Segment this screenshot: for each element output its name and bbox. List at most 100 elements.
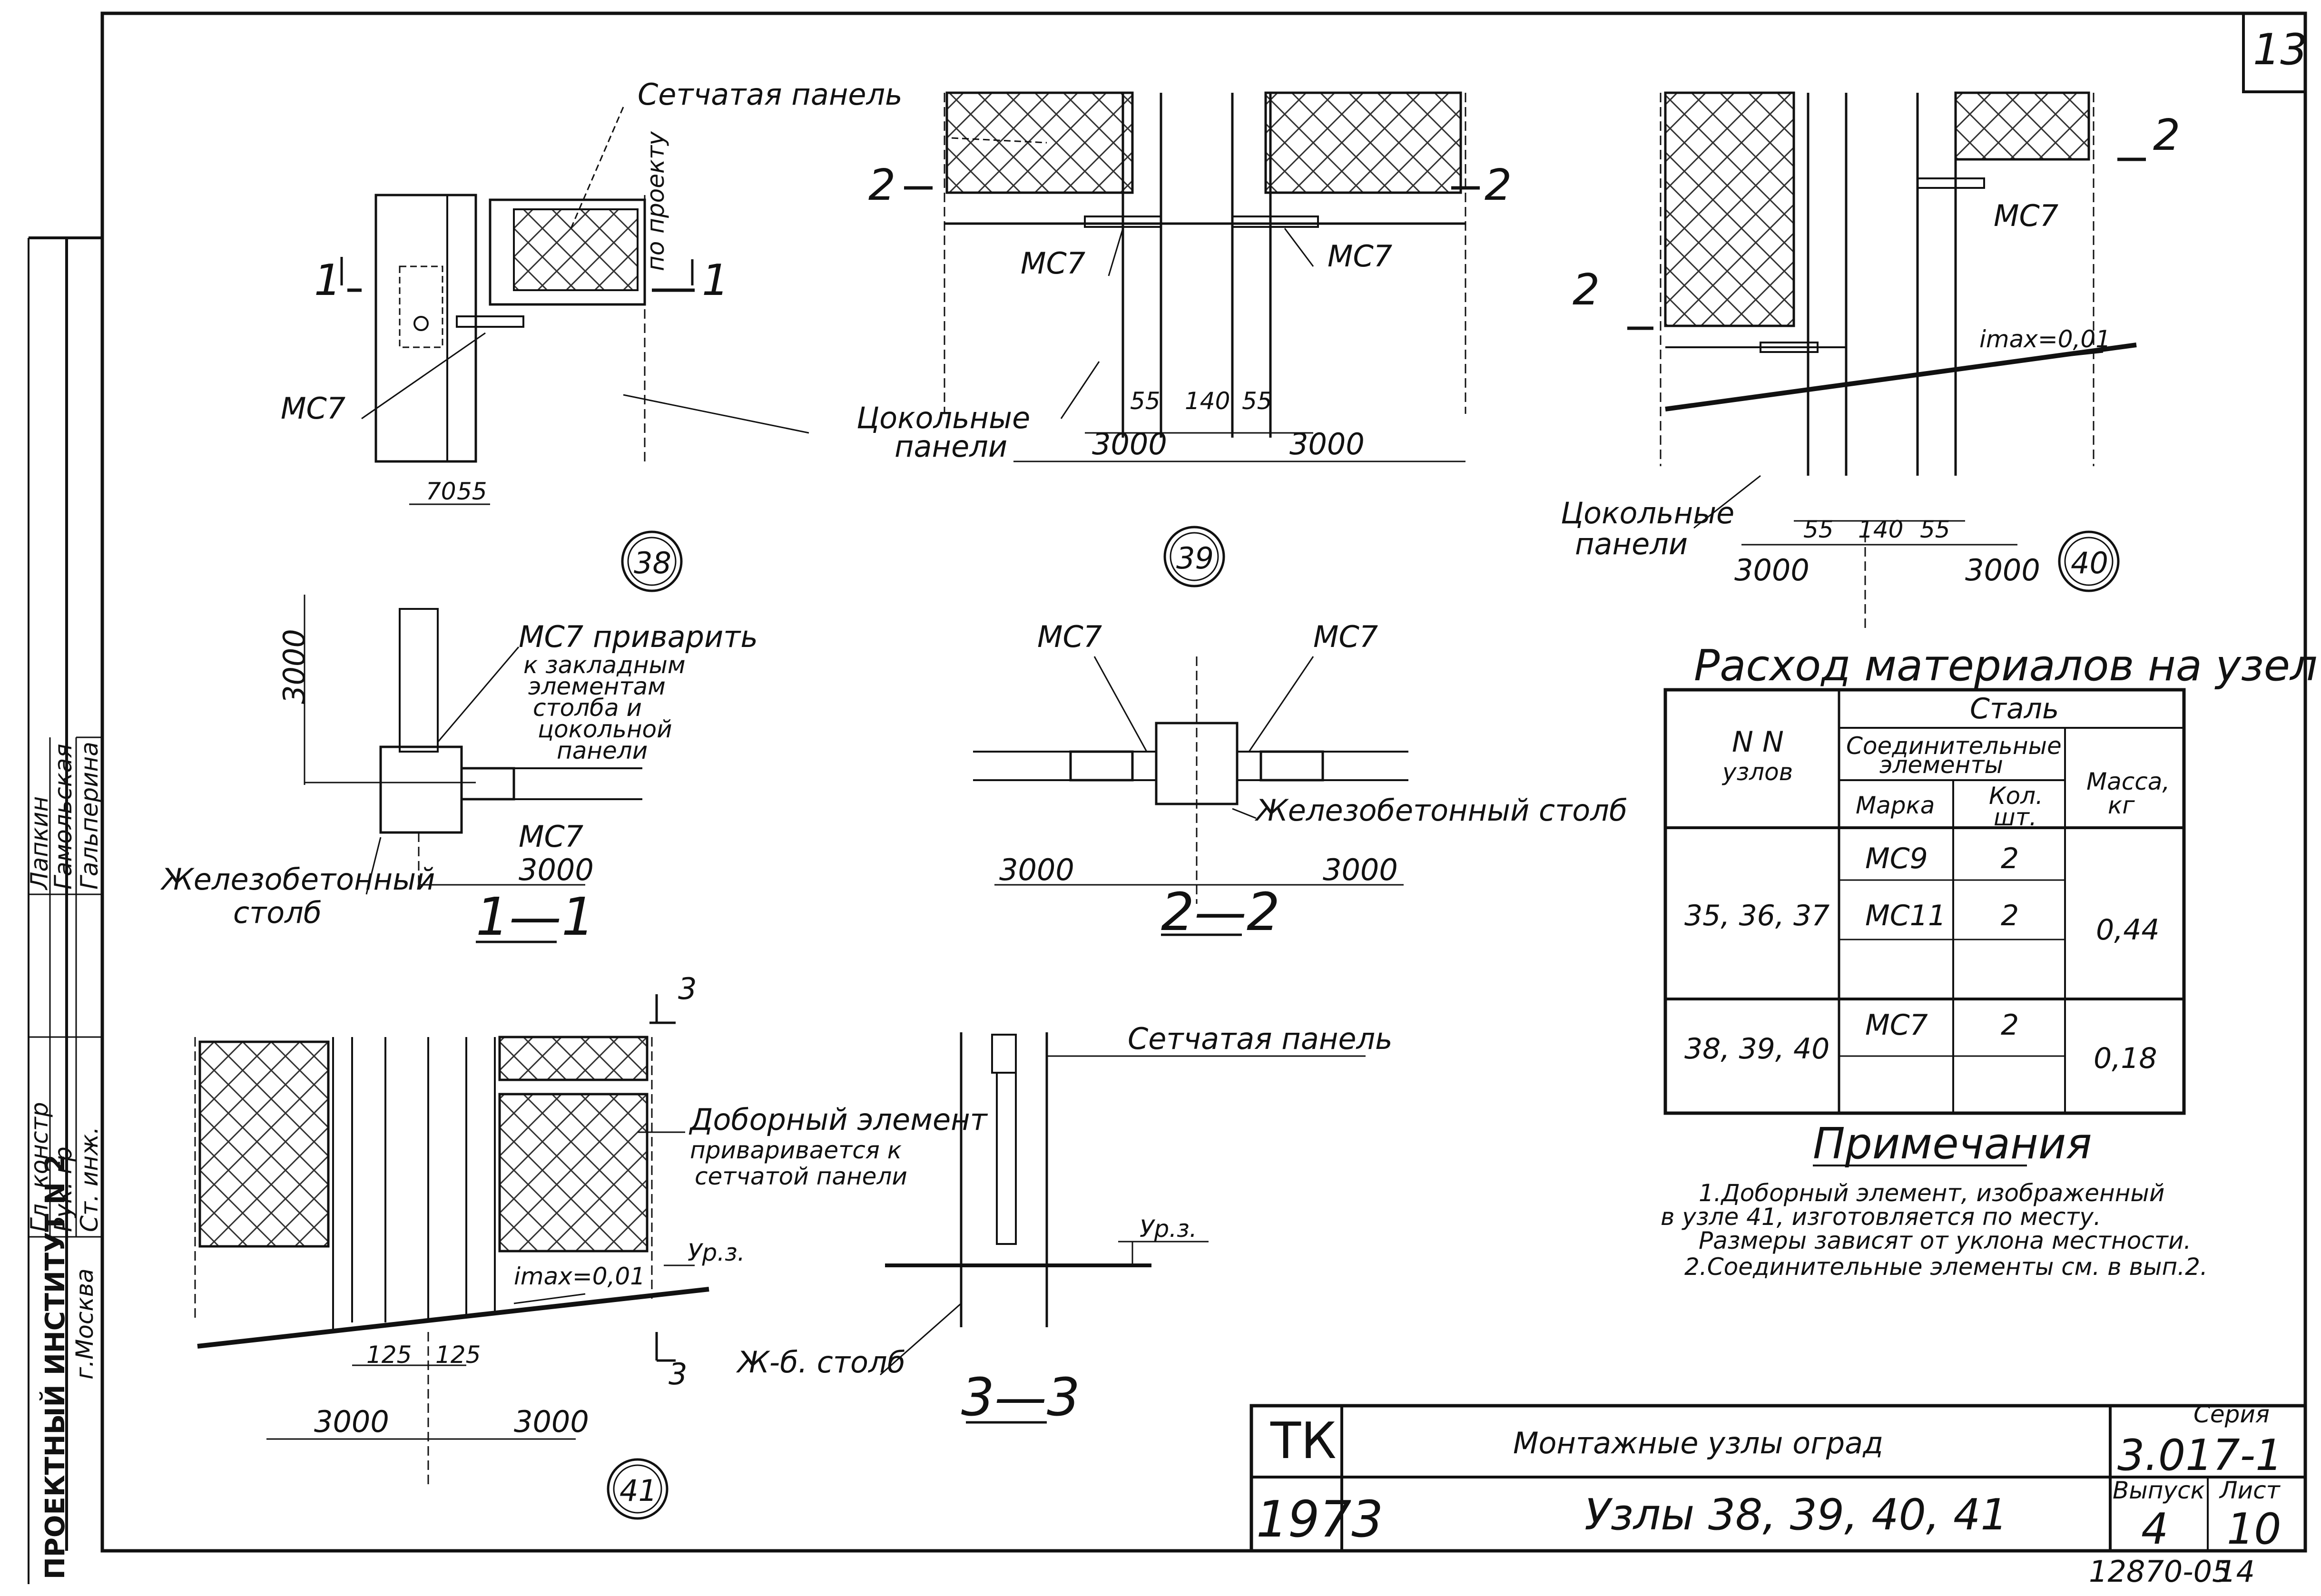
footer-code: 12870-05	[2089, 1554, 2231, 1589]
section-1-1-drawing	[304, 595, 642, 943]
n38-dim-2: 55	[457, 478, 487, 505]
node-41-number: 41	[620, 1473, 657, 1508]
s11-weld-6: панели	[557, 737, 648, 764]
s22-mark-left: МС7	[1037, 619, 1102, 654]
node-41-drawing	[194, 994, 709, 1520]
n41-element-1: Доборный элемент	[688, 1102, 988, 1137]
node-40-drawing	[1627, 91, 2146, 633]
n40-dim-2: 140	[1858, 516, 1903, 543]
materials-table	[1663, 688, 2186, 1115]
s33-panel: Сетчатая панель	[1128, 1021, 1393, 1056]
n40-section-right: 2	[2153, 110, 2180, 160]
s11-weld-2: к закладным	[523, 651, 686, 679]
sheet-frame	[100, 11, 2307, 1553]
n41-span-2: 3000	[514, 1404, 589, 1439]
s11-weld-4: столба и	[533, 694, 642, 722]
n41-section-top: 3	[678, 971, 697, 1006]
row1-nodes: 35, 36, 37	[1684, 899, 1829, 932]
tb-sheet-label: Лист	[2219, 1477, 2281, 1504]
row2-qty-1: 2	[2001, 1009, 2019, 1042]
stamp-role-2: Рук. гр	[49, 1146, 77, 1232]
node-39-drawing	[623, 91, 1480, 587]
stamp-org: ПРОЕКТНЫЙ ИНСТИТУТ N 2	[39, 1155, 71, 1579]
n39-dim-3: 55	[1242, 387, 1272, 415]
notes-title: Примечания	[1813, 1119, 2092, 1169]
tb-org: ТК	[1270, 1412, 1337, 1470]
n41-dim-2: 125	[435, 1341, 481, 1369]
n41-element-2: приваривается к	[690, 1136, 902, 1164]
col-mark: Марка	[1856, 792, 1935, 819]
title-block	[1249, 1404, 2307, 1553]
n40-dim-3: 55	[1920, 516, 1950, 543]
n41-section-bottom: 3	[669, 1357, 687, 1391]
section-2-2-title: 2—2	[1161, 881, 1280, 942]
s11-mark: МС7	[519, 819, 583, 854]
note-line-1: 1.Доборный элемент, изображенный	[1699, 1179, 2164, 1207]
row1-mass: 0,44	[2096, 913, 2160, 947]
row1-mark-1: МС9	[1865, 842, 1928, 875]
s22-mark-right: МС7	[1313, 619, 1378, 654]
n39-section-left: 2	[868, 160, 895, 210]
materials-title: Расход материалов на узел	[1694, 641, 2318, 691]
node-38-number: 38	[634, 546, 671, 580]
tb-issue: 4	[2141, 1504, 2168, 1554]
s11-column-2: столб	[233, 895, 322, 930]
stamp-name-3: Гальперина	[76, 742, 103, 890]
corner-number: 13	[2253, 25, 2308, 75]
n38-section-left: 1	[314, 255, 341, 305]
n39-mark-left: МС7	[1021, 246, 1085, 281]
node-39-number: 39	[1176, 541, 1214, 576]
col-mass-2: кг	[2108, 792, 2135, 819]
row2-mass: 0,18	[2094, 1042, 2157, 1075]
n39-plinth-1: Цокольные	[856, 401, 1030, 435]
n41-dim-1: 125	[366, 1341, 412, 1369]
section-2-2-drawing	[973, 656, 1408, 936]
footer-page: 14	[2217, 1554, 2255, 1589]
row1-mark-2: МС11	[1865, 899, 1946, 932]
n41-span-1: 3000	[314, 1404, 389, 1439]
stamp-role-3: Ст. инж.	[76, 1126, 103, 1232]
s11-height: 3000	[277, 629, 312, 704]
section-1-1-title: 1—1	[476, 886, 595, 947]
n39-dim-2: 140	[1185, 387, 1230, 415]
col-elements-2: элементы	[1879, 751, 2003, 779]
n39-span-2: 3000	[1289, 427, 1365, 461]
n39-section-right: 2	[1485, 160, 1512, 210]
n38-panel-label: Сетчатая панель	[638, 77, 903, 112]
n40-span-1: 3000	[1734, 553, 1810, 587]
stamp-name-1: Лапкин	[26, 796, 53, 891]
note-line-4: 2.Соединительные элементы см. в вып.2.	[1684, 1253, 2208, 1281]
row1-qty-2: 2	[2001, 899, 2019, 932]
tb-year: 1973	[1256, 1490, 1383, 1548]
row1-qty-1: 2	[2001, 842, 2019, 875]
row2-mark-1: МС7	[1865, 1009, 1928, 1042]
col-elements-1: Соединительные	[1846, 732, 2062, 760]
col-mass-1: Масса,	[2086, 768, 2170, 795]
node-40-number: 40	[2071, 546, 2108, 580]
n41-slope: imax=0,01	[514, 1263, 645, 1290]
node-38-drawing	[340, 107, 695, 592]
n38-by-project: по проекту	[642, 131, 669, 271]
s11-weld-1: МС7 приварить	[519, 619, 758, 654]
n40-mark: МС7	[1994, 198, 2058, 233]
section-3-3-title: 3—3	[961, 1367, 1080, 1428]
n39-span-1: 3000	[1092, 427, 1167, 461]
n39-dim-1: 55	[1130, 387, 1160, 415]
s11-span: 3000	[519, 852, 594, 887]
s11-column-1: Железобетонный	[160, 862, 435, 897]
n40-plinth-2: панели	[1575, 527, 1688, 561]
row2-nodes: 38, 39, 40	[1684, 1032, 1829, 1066]
col-steel: Сталь	[1970, 692, 2059, 725]
col-nodes-2: узлов	[1721, 758, 1793, 786]
n40-plinth-1: Цокольные	[1561, 496, 1734, 530]
note-line-3: Размеры зависят от уклона местности.	[1699, 1227, 2191, 1254]
n38-section-right: 1	[702, 255, 729, 305]
s11-weld-5: цокольной	[538, 715, 672, 743]
col-nodes-1: N N	[1732, 725, 1784, 759]
tb-issue-label: Выпуск	[2113, 1477, 2205, 1504]
n38-dim-1: 70	[426, 478, 456, 505]
n40-span-2: 3000	[1965, 553, 2040, 587]
n40-slope: imax=0,01	[1979, 325, 2111, 353]
tb-series: 3.017-1	[2117, 1430, 2282, 1480]
